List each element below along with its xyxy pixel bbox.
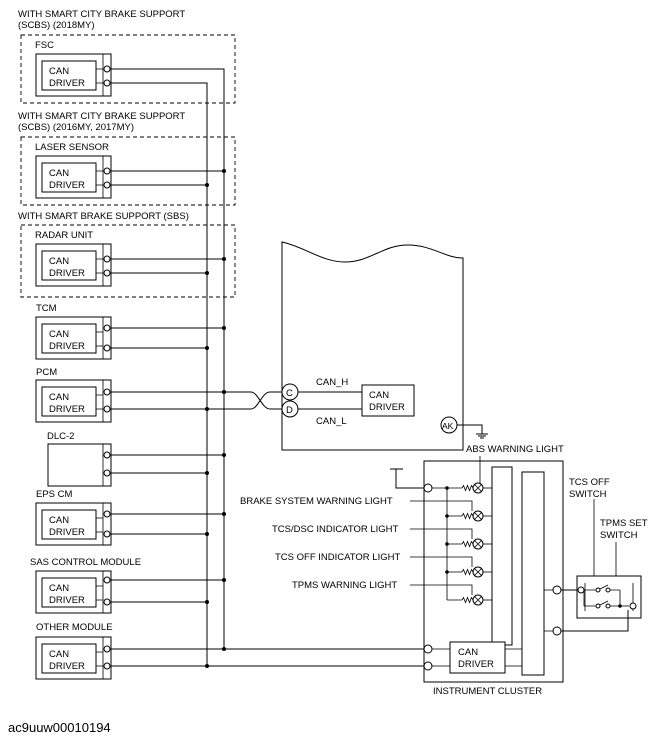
- abs-can-driver: [361, 384, 415, 417]
- tcm-can-driver: [41, 323, 97, 354]
- tcs-dsc-indicator-label: TCS/DSC INDICATOR LIGHT: [272, 524, 399, 535]
- tcs-off-switch-label-1: TCS OFF: [569, 477, 610, 488]
- brake-warning-light-label: BRAKE SYSTEM WARNING LIGHT: [240, 496, 393, 507]
- can-text: CAN: [458, 647, 478, 658]
- cluster-inner-block-2: [521, 471, 545, 676]
- laser-can-driver: [41, 162, 97, 193]
- ak-ground-wire: [457, 424, 483, 434]
- can-text: CAN: [49, 168, 69, 179]
- cluster-title: INSTRUMENT CLUSTER: [433, 686, 542, 697]
- pin-ak-label: AK: [442, 421, 454, 431]
- reference-code: ac9uuw00010194: [8, 720, 111, 735]
- power-terminal: [423, 483, 433, 493]
- can-l-label: CAN_L: [316, 416, 347, 427]
- can-text: CAN: [49, 256, 69, 267]
- pcm-label: PCM: [36, 367, 57, 378]
- sas-label: SAS CONTROL MODULE: [30, 557, 141, 568]
- driver-text: DRIVER: [458, 659, 494, 670]
- fsc-label: FSC: [35, 40, 54, 51]
- dlc2-label: DLC-2: [47, 431, 74, 442]
- driver-text: DRIVER: [49, 404, 85, 415]
- other-module-label: OTHER MODULE: [36, 622, 113, 633]
- warning-lamps: [461, 482, 492, 606]
- cluster-can-l-terminal: [423, 661, 433, 671]
- can-text: CAN: [369, 390, 389, 401]
- eps-can-driver: [41, 509, 97, 540]
- tpms-warning-light-label: TPMS WARNING LIGHT: [292, 580, 397, 591]
- switch-assembly: [576, 575, 642, 619]
- laser-sensor-label: LASER SENSOR: [35, 142, 109, 153]
- cluster-switch-terminal-2: [552, 626, 562, 636]
- can-text: CAN: [49, 329, 69, 340]
- tpms-set-switch-label-2: SWITCH: [600, 530, 638, 541]
- can-h-label: CAN_H: [316, 377, 348, 388]
- sbs-group: [20, 224, 236, 298]
- tcs-off-indicator-label: TCS OFF INDICATOR LIGHT: [275, 552, 400, 563]
- scbs-2016-label-2: (SCBS) (2016MY, 2017MY): [18, 122, 134, 133]
- junction-dots: [205, 169, 226, 668]
- dlc2-connector: [47, 443, 112, 487]
- module-terminals: [103, 65, 111, 670]
- can-text: CAN: [49, 583, 69, 594]
- radar-unit-label: RADAR UNIT: [35, 230, 93, 241]
- eps-cm-label: EPS CM: [36, 489, 73, 500]
- cluster-can-h-terminal: [423, 644, 433, 654]
- cluster-inner-block-1: [491, 466, 513, 646]
- radar-can-driver: [41, 250, 97, 281]
- pin-d-label: D: [286, 405, 293, 416]
- fsc-can-driver: [41, 60, 97, 91]
- driver-text: DRIVER: [49, 180, 85, 191]
- scbs-2018-label-2: (SCBS) (2018MY): [18, 20, 95, 31]
- tpms-set-switch-label-1: TPMS SET: [600, 518, 648, 529]
- can-text: CAN: [49, 649, 69, 660]
- driver-text: DRIVER: [369, 402, 405, 413]
- driver-text: DRIVER: [49, 527, 85, 538]
- can-text: CAN: [49, 515, 69, 526]
- can-text: CAN: [49, 392, 69, 403]
- tcm-label: TCM: [36, 303, 57, 314]
- pin-c-label: C: [286, 388, 293, 399]
- abs-hu-cm-box: [281, 241, 464, 451]
- tcs-off-switch-label-2: SWITCH: [569, 489, 607, 500]
- driver-text: DRIVER: [49, 78, 85, 89]
- driver-text: DRIVER: [49, 595, 85, 606]
- sas-can-driver: [41, 577, 97, 608]
- driver-text: DRIVER: [49, 341, 85, 352]
- pcm-can-driver: [41, 386, 97, 417]
- scbs-2016-label-1: WITH SMART CITY BRAKE SUPPORT: [18, 111, 185, 122]
- other-can-driver: [41, 643, 97, 674]
- driver-text: DRIVER: [49, 661, 85, 672]
- abs-warning-light-label: ABS WARNING LIGHT: [466, 444, 564, 455]
- scbs-2016-group: [20, 136, 236, 206]
- can-text: CAN: [49, 66, 69, 77]
- cluster-switch-terminal-1: [552, 585, 562, 595]
- ground-symbol: [476, 433, 488, 439]
- cluster-can-driver: [449, 641, 506, 674]
- driver-text: DRIVER: [49, 268, 85, 279]
- sbs-label: WITH SMART BRAKE SUPPORT (SBS): [18, 211, 189, 222]
- scbs-2018-group: [20, 34, 236, 104]
- scbs-2018-label-1: WITH SMART CITY BRAKE SUPPORT: [18, 9, 185, 20]
